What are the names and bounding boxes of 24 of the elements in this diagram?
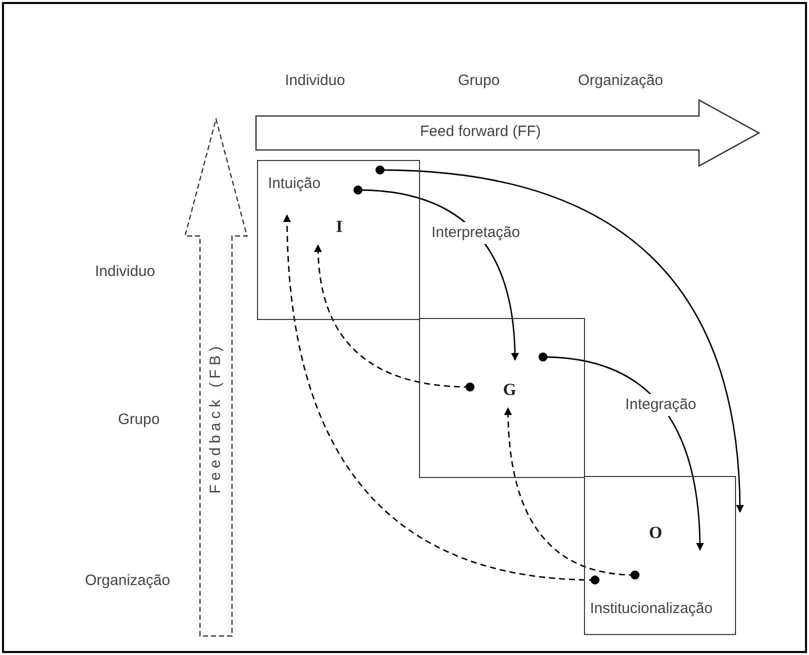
level-letter: O xyxy=(649,524,662,542)
arrow xyxy=(504,407,640,580)
level-letter: G xyxy=(503,381,516,399)
arrow xyxy=(314,244,474,392)
block-arrow xyxy=(255,99,761,167)
stage-box xyxy=(419,318,585,478)
block-arrow xyxy=(184,118,248,638)
process-label: Institucionalização xyxy=(590,600,713,618)
stage-box xyxy=(584,476,736,635)
arrow xyxy=(376,166,744,513)
process-label: Intuição xyxy=(268,175,321,193)
arrow xyxy=(538,352,704,551)
axis-label: Individuo xyxy=(95,263,156,281)
axis-label: Grupo xyxy=(458,72,500,90)
stage-box xyxy=(257,160,420,320)
arrow xyxy=(283,214,600,584)
arrow-text: Feed forward (FF) xyxy=(420,123,541,141)
axis-label: Organização xyxy=(85,572,170,590)
axis-label: Grupo xyxy=(118,411,160,429)
arrow-text: Feedback (FB) xyxy=(207,342,225,494)
arrow xyxy=(354,186,519,361)
axis-label: Individuo xyxy=(285,72,346,90)
level-letter: I xyxy=(336,218,343,236)
axis-label: Organização xyxy=(578,72,664,90)
